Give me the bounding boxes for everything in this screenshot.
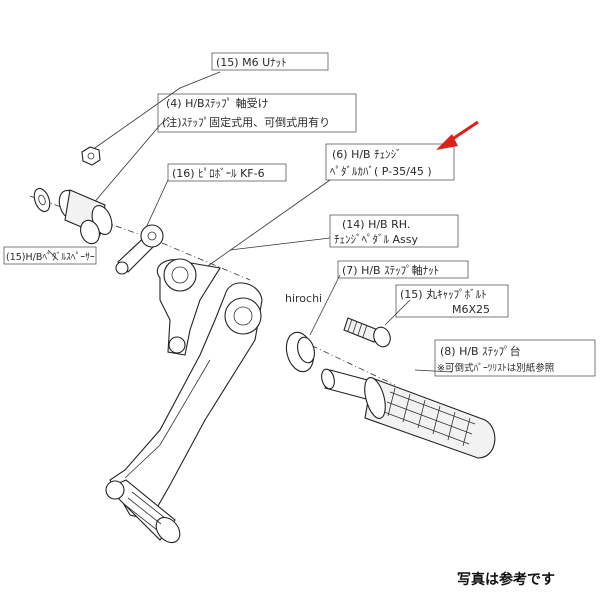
label-box-spacer <box>3 246 97 265</box>
label-box-cap-bolt <box>395 284 509 318</box>
label-pedal-assy: (14) H/B RH. <box>342 218 410 231</box>
parts <box>33 146 496 544</box>
label-box-step-holder <box>157 93 357 133</box>
toe-peg-part <box>105 479 181 544</box>
label-box-step-nut <box>337 260 469 279</box>
label-step-holder: (4) H/Bｽﾃｯﾌﾟ 軸受け <box>166 96 269 110</box>
label-cap-bolt: (15) 丸ｷｬｯﾌﾟﾎﾞﾙﾄ <box>400 288 487 301</box>
label-cap-bolt-size: M6X25 <box>452 303 490 316</box>
m6-nut-part <box>81 146 101 166</box>
footnote-reference-only: 写真は参考です <box>457 571 555 588</box>
label-spacer: (15)H/Bﾍﾟﾀﾞﾙｽﾍﾟｰｻｰ <box>6 252 95 263</box>
label-box-step <box>434 339 596 377</box>
label-box-change-cover <box>325 143 455 181</box>
label-pillow-ball: (16) ﾋﾟﾛﾎﾞｰﾙ KF-6 <box>172 167 265 180</box>
step-holder-bushing-part <box>58 189 113 245</box>
label-pedal-assy-name: ﾁｪﾝｼﾞﾍﾟﾀﾞﾙ Assy <box>334 233 418 246</box>
label-step-note: ※可倒式ﾊﾟｰﾂﾘｽﾄは別紙参照 <box>437 362 555 374</box>
step-shaft-nut-part <box>285 331 315 373</box>
footrest-step-part <box>321 368 496 459</box>
red-arrow-icon <box>436 120 479 150</box>
label-box-m6-nut <box>211 52 329 71</box>
part-labels: (15) M6 Uﾅｯﾄ (4) H/Bｽﾃｯﾌﾟ 軸受け (注)ｽﾃｯﾌﾟ固定… <box>3 52 596 377</box>
label-change-cover: (6) H/B ﾁｪﾝｼﾞ <box>332 148 402 161</box>
label-box-pedal-assy <box>329 214 459 248</box>
change-pedal-arm-part <box>157 258 221 356</box>
leader-lines <box>29 71 453 386</box>
cap-bolt-part <box>343 317 391 348</box>
label-step-nut: (7) H/B ｽﾃｯﾌﾟ軸ﾅｯﾄ <box>342 263 439 277</box>
watermark-text: hirochi <box>285 292 322 305</box>
label-step-holder-note: (注)ｽﾃｯﾌﾟ固定式用、可倒式用有り <box>162 115 330 129</box>
label-change-cover-model: ﾍﾟﾀﾞﾙｶﾊﾞ( P-35/45 ) <box>330 165 432 178</box>
label-m6-nut: (15) M6 Uﾅｯﾄ <box>216 56 287 69</box>
pillow-ball-part <box>115 224 164 275</box>
spacer-washer-part <box>33 187 51 213</box>
label-box-pillow-ball <box>167 163 287 182</box>
label-step: (8) H/B ｽﾃｯﾌﾟ台 <box>440 344 521 358</box>
shift-lever-part <box>109 282 263 521</box>
